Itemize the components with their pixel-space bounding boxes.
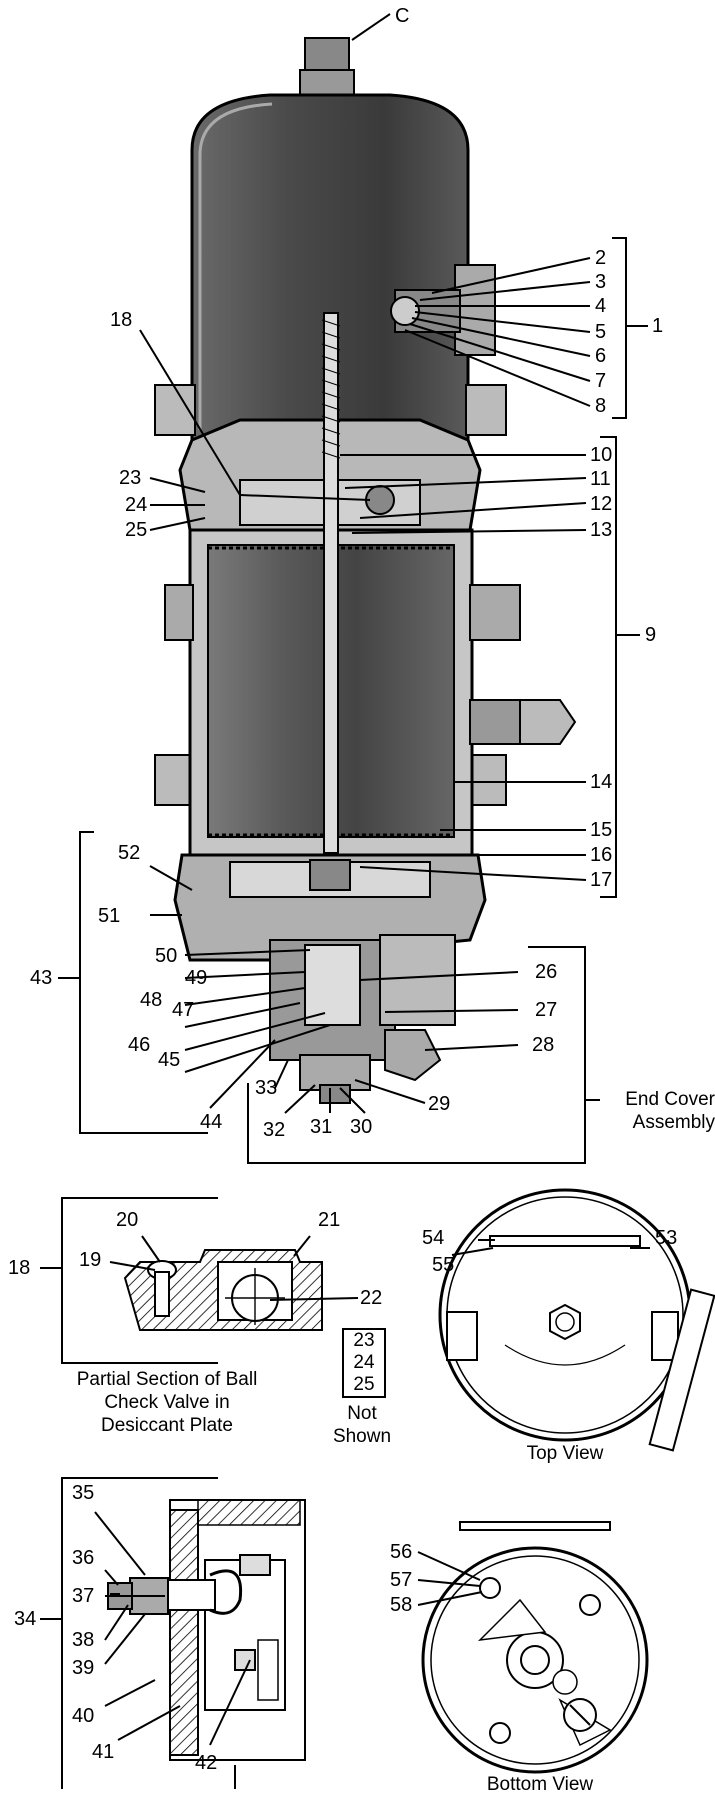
callout-2: 2 bbox=[595, 247, 607, 269]
callout-29: 29 bbox=[428, 1093, 451, 1115]
not-shown-caption: Not Shown bbox=[322, 1402, 402, 1448]
callout-37: 37 bbox=[72, 1585, 95, 1607]
callout-41: 41 bbox=[92, 1741, 115, 1763]
main-cross-section bbox=[154, 37, 577, 1104]
callout-45: 45 bbox=[158, 1049, 181, 1071]
callout-38: 38 bbox=[72, 1629, 95, 1651]
callout-3: 3 bbox=[595, 271, 607, 293]
main-leader-lines bbox=[58, 13, 648, 1164]
callout-9: 9 bbox=[645, 624, 657, 646]
callout-20: 20 bbox=[116, 1209, 139, 1231]
callout-49: 49 bbox=[185, 967, 208, 989]
callout-5: 5 bbox=[595, 321, 607, 343]
callout-11: 11 bbox=[590, 468, 611, 490]
callout-27: 27 bbox=[535, 999, 558, 1021]
callout-c: C bbox=[395, 5, 410, 27]
callout-1: 1 bbox=[652, 315, 664, 337]
bottom-view-caption: Bottom View bbox=[486, 1774, 594, 1795]
callout-22: 22 bbox=[360, 1287, 383, 1309]
not-shown-box: 23 24 25 bbox=[342, 1328, 386, 1398]
callout-48: 48 bbox=[140, 989, 163, 1011]
not-shown-line1: Not bbox=[347, 1403, 377, 1424]
callout-56: 56 bbox=[390, 1541, 413, 1563]
callout-28: 28 bbox=[532, 1034, 555, 1056]
callout-57: 57 bbox=[390, 1569, 413, 1591]
desiccant-cartridge-detail bbox=[40, 1477, 306, 1789]
partial-line3: Desiccant Plate bbox=[100, 1415, 233, 1436]
top-view-drawing bbox=[438, 1188, 715, 1452]
callout-58: 58 bbox=[390, 1594, 413, 1616]
not-shown-23: 23 bbox=[353, 1330, 375, 1351]
callout-14: 14 bbox=[590, 771, 613, 793]
callout-39: 39 bbox=[72, 1657, 95, 1679]
callout-33: 33 bbox=[255, 1077, 278, 1099]
callout-6: 6 bbox=[595, 345, 607, 367]
callout-34: 34 bbox=[14, 1608, 37, 1630]
callout-50: 50 bbox=[155, 945, 178, 967]
callout-18: 18 bbox=[110, 309, 133, 331]
callout-26: 26 bbox=[535, 961, 558, 983]
partial-line1: Partial Section of Ball bbox=[76, 1369, 258, 1390]
callout-12: 12 bbox=[590, 493, 613, 515]
callout-54: 54 bbox=[422, 1227, 445, 1249]
not-shown-line2: Shown bbox=[332, 1426, 392, 1447]
callout-46: 46 bbox=[128, 1034, 151, 1056]
end-cover-line2: Assembly bbox=[632, 1112, 715, 1133]
end-cover-caption: End Cover Assembly bbox=[605, 1088, 715, 1134]
callout-16: 16 bbox=[590, 844, 613, 866]
callout-17: 17 bbox=[590, 869, 613, 891]
callout-43: 43 bbox=[30, 967, 53, 989]
callout-52: 52 bbox=[118, 842, 141, 864]
callout-24: 24 bbox=[125, 494, 148, 516]
callout-36: 36 bbox=[72, 1547, 95, 1569]
callout-25: 25 bbox=[125, 519, 148, 541]
callout-4: 4 bbox=[595, 295, 607, 317]
callout-42: 42 bbox=[195, 1752, 218, 1774]
callout-13: 13 bbox=[590, 519, 613, 541]
callout-8: 8 bbox=[595, 395, 607, 417]
not-shown-25: 25 bbox=[353, 1374, 375, 1395]
callout-40: 40 bbox=[72, 1705, 95, 1727]
callout-15: 15 bbox=[590, 819, 613, 841]
partial-section-caption: Partial Section of Ball Check Valve in D… bbox=[62, 1368, 272, 1437]
top-view-caption: Top View bbox=[526, 1443, 604, 1464]
callout-47: 47 bbox=[172, 999, 195, 1021]
ball-check-valve-section bbox=[40, 1197, 359, 1364]
bottom-view-drawing bbox=[417, 1521, 649, 1774]
end-cover-line1: End Cover bbox=[625, 1089, 715, 1110]
callout-44: 44 bbox=[200, 1111, 223, 1133]
callout-55: 55 bbox=[432, 1254, 455, 1276]
callout-32: 32 bbox=[263, 1119, 286, 1141]
callout-10: 10 bbox=[590, 444, 613, 466]
callout-18-detail: 18 bbox=[8, 1257, 31, 1279]
partial-line2: Check Valve in bbox=[104, 1392, 230, 1413]
callout-23: 23 bbox=[119, 467, 142, 489]
callout-53: 53 bbox=[655, 1227, 678, 1249]
callout-35: 35 bbox=[72, 1482, 95, 1504]
callout-51: 51 bbox=[98, 905, 121, 927]
callout-19: 19 bbox=[79, 1249, 102, 1271]
callout-30: 30 bbox=[350, 1116, 373, 1138]
not-shown-24: 24 bbox=[353, 1352, 375, 1373]
callout-31: 31 bbox=[310, 1116, 333, 1138]
callout-21: 21 bbox=[318, 1209, 341, 1231]
callout-7: 7 bbox=[595, 370, 607, 392]
